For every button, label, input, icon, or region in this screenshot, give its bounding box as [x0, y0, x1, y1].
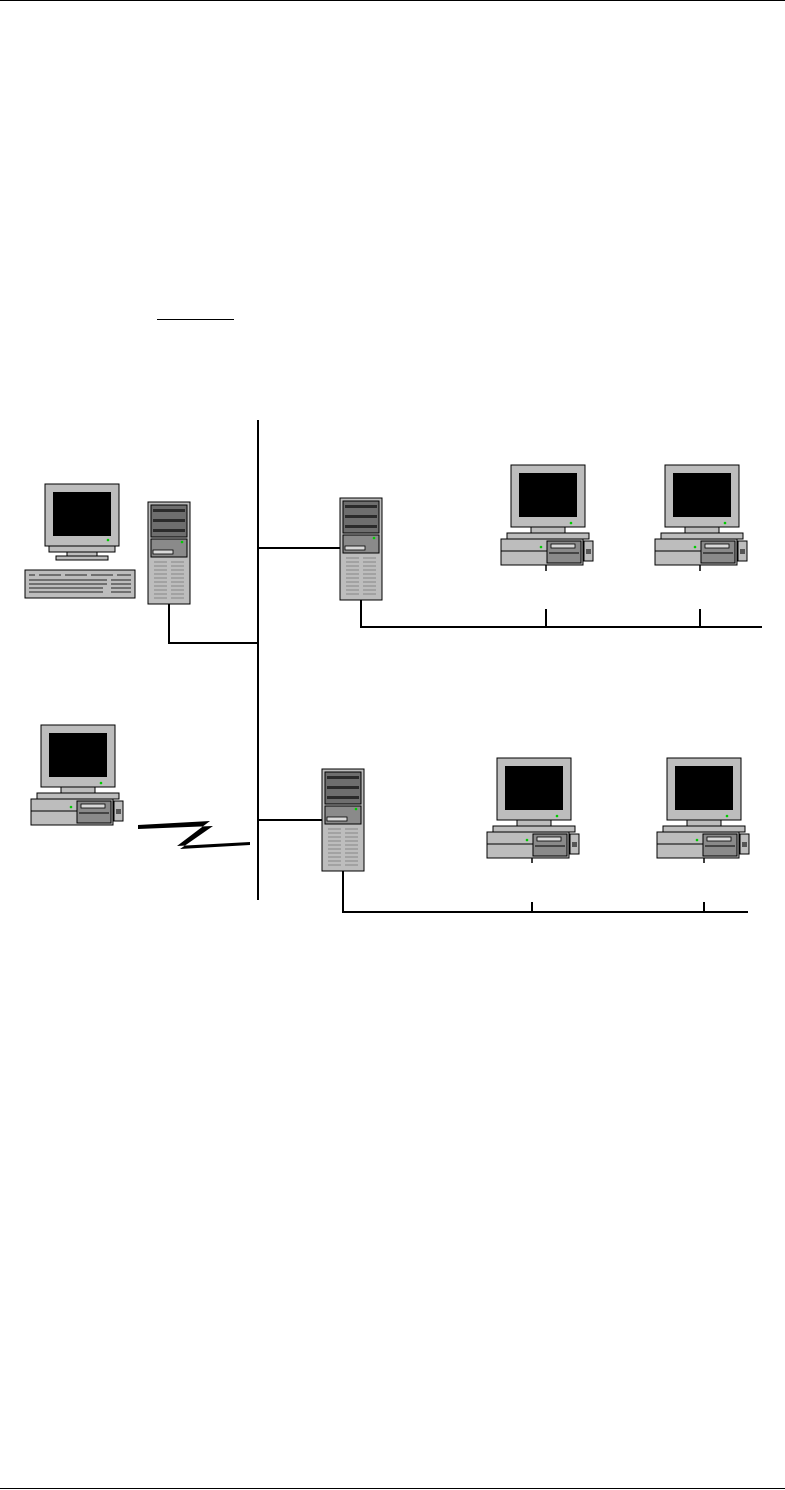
remote-workstation-icon [31, 725, 123, 825]
client-pc-1b-icon [655, 465, 747, 565]
wan-link-icon [138, 821, 250, 849]
page-bottom-rule [0, 1488, 785, 1489]
branch-server-2-icon [322, 769, 364, 871]
primary-server-link [169, 604, 258, 643]
branch-2-bus [343, 871, 748, 912]
primary-server-icon [148, 502, 190, 604]
branch-1-bus [361, 600, 762, 627]
client-pc-2b-icon [657, 758, 749, 858]
client-pc-2a-icon [487, 758, 579, 858]
branch-server-1-icon [340, 498, 382, 600]
client-pc-1a-icon [501, 465, 593, 565]
admin-workstation-icon [25, 484, 135, 598]
